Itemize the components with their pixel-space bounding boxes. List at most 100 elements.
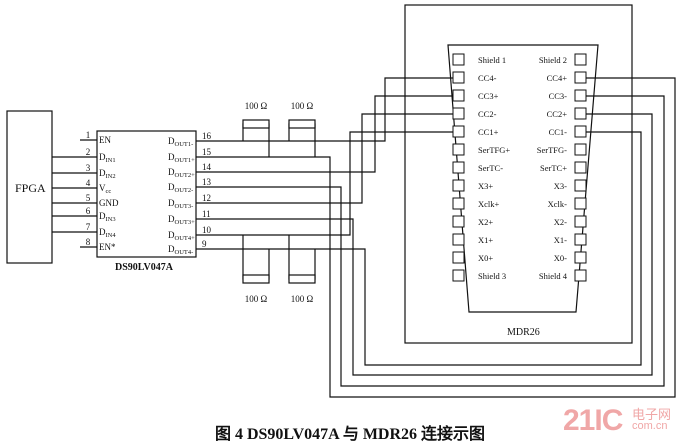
connector-pin-box-right [574,143,587,156]
connector-frame [404,4,633,344]
wire-to-connector-right [196,95,665,387]
resistor [288,274,316,284]
chip-pin-label-left: EN [99,135,111,145]
connector-pin-box-right [574,53,587,66]
connector-pin-label-left: X0+ [478,253,493,263]
connector-pin-box-left [452,251,465,264]
connector-name: MDR26 [507,327,540,338]
chip-pin-num-right: 9 [202,239,207,249]
wire-to-connector-right [196,113,653,376]
chip-pin-num-right: 11 [202,209,211,219]
chip-pin-num-right: 12 [202,193,211,203]
chip-pin-label-left: Vcc [99,183,111,195]
connector-pin-label-right: CC4+ [547,73,568,83]
chip-pin-label-left: GND [99,198,119,208]
connector-pin-box-left [452,125,465,138]
connector-pin-box-left [452,197,465,210]
connector-pin-box-right [574,269,587,282]
watermark-logo: 21IC [563,404,623,437]
resistor-label: 100 Ω [291,101,314,111]
watermark-line2: com.cn [632,420,668,432]
resistor [288,119,316,129]
connector-pin-label-left: X2+ [478,217,493,227]
connector-pin-label-left: X3+ [478,181,493,191]
connector-pin-box-right [574,197,587,210]
resistor [242,119,270,129]
chip-pin-num-left: 3 [86,163,91,173]
chip-pin-num-left: 7 [86,222,91,232]
connector-pin-box-right [574,233,587,246]
chip-pin-label-right: DOUT4- [168,244,193,256]
resistor [242,274,270,284]
chip-pin-num-left: 4 [86,178,91,188]
chip-name: DS90LV047A [115,262,173,273]
connector-pin-box-left [452,71,465,84]
connector-pin-label-left: Xclk+ [478,199,500,209]
connector-pin-box-right [574,89,587,102]
connector-pin-label-right: X0- [554,253,567,263]
chip-pin-num-left: 8 [86,237,91,247]
chip-pin-label-right: DOUT4+ [168,230,195,242]
connector-pin-label-left: CC4- [478,73,497,83]
fpga-label: FPGA [15,181,46,195]
chip-pin-label-left: DIN3 [99,211,116,223]
resistor-lead [288,235,316,280]
connector-pin-label-left: SerTFG+ [478,145,510,155]
connector-pin-label-left: CC3+ [478,91,499,101]
chip-pin-label-right: DOUT1- [168,136,193,148]
chip-pin-num-right: 13 [202,177,212,187]
figure-caption: 图 4 DS90LV047A 与 MDR26 连接示图 [214,426,486,443]
connector-pin-label-left: X1+ [478,235,493,245]
connector-pin-label-left: Shield 3 [478,271,506,281]
connector-pin-box-right [574,251,587,264]
connector-pin-label-left: SerTC- [478,163,503,173]
resistor-label: 100 Ω [291,294,314,304]
connector-pin-label-left: Shield 1 [478,55,506,65]
wire-to-connector-right [196,131,642,366]
connector-pin-box-right [574,71,587,84]
connector-pin-label-right: Shield 4 [539,271,568,281]
wire-to-connector-left [196,131,453,236]
chip-pin-label-left: DIN2 [99,168,116,180]
chip-pin-num-right: 10 [202,225,212,235]
connector-pin-box-left [452,233,465,246]
connector-pin-box-right [574,161,587,174]
connector-pin-label-left: CC2- [478,109,497,119]
wire-to-connector-left [196,113,453,204]
connector-pin-label-right: SerTC+ [540,163,567,173]
chip-pin-label-right: DOUT2+ [168,167,195,179]
connector-pin-label-right: CC2+ [547,109,568,119]
chip-pin-num-right: 16 [202,131,212,141]
connector-pin-label-right: Shield 2 [539,55,567,65]
connector-pin-box-right [574,125,587,138]
chip-pin-num-right: 15 [202,147,212,157]
chip-pin-label-right: DOUT2- [168,182,193,194]
connector-pin-label-left: CC1+ [478,127,499,137]
connector-pin-label-right: SerTFG- [537,145,567,155]
connector-pin-box-right [574,215,587,228]
wire-to-connector-left [196,95,453,173]
watermark-line1: 电子网 [632,408,672,423]
chip-pin-label-right: DOUT3+ [168,214,195,226]
chip-body [96,130,197,258]
connector-pin-label-right: CC3- [549,91,568,101]
connector-pin-box-left [452,53,465,66]
connector-pin-label-right: CC1- [549,127,568,137]
resistor-label: 100 Ω [245,101,268,111]
chip-pin-label-left: EN* [99,242,116,252]
connector-pin-box-left [452,107,465,120]
fpga-block [6,110,53,264]
wire-to-connector-right [196,77,676,398]
connector-pin-box-left [452,215,465,228]
connector-pin-box-left [452,179,465,192]
chip-pin-label-left: DIN4 [99,227,116,239]
connector-pin-box-right [574,179,587,192]
connector-pin-box-left [452,161,465,174]
resistor-label: 100 Ω [245,294,268,304]
connector-pin-label-right: X2- [554,217,567,227]
resistor-lead [242,235,270,280]
chip-pin-num-left: 1 [86,130,91,140]
connector-pin-box-left [452,143,465,156]
chip-pin-label-left: DIN1 [99,152,116,164]
